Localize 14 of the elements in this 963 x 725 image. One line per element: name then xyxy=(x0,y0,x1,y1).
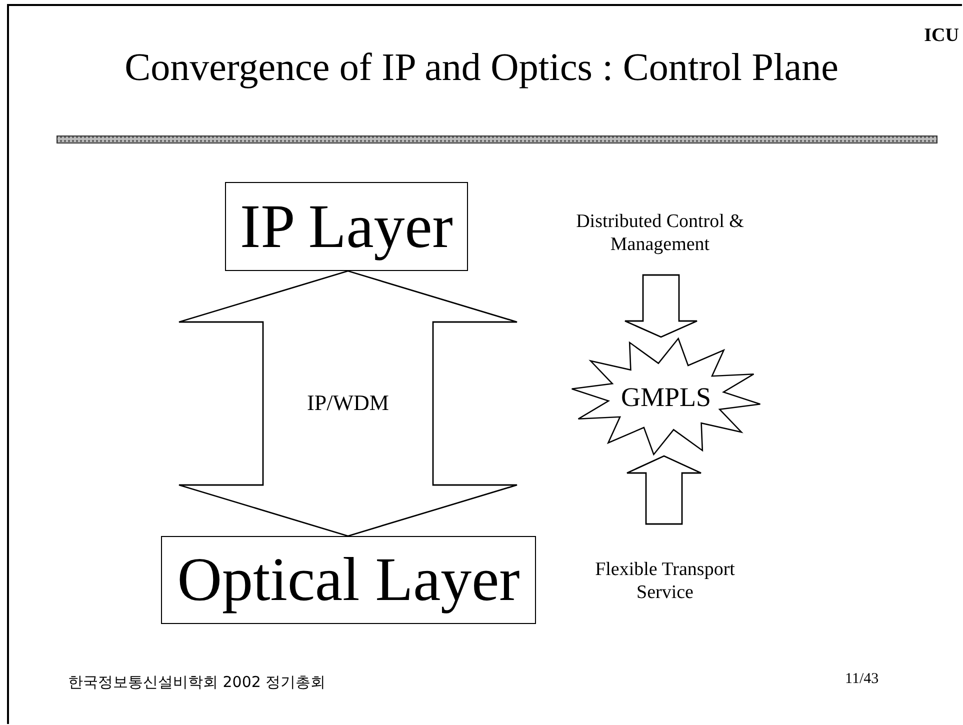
layer-label: Optical Layer xyxy=(177,545,520,616)
page-number: 11/43 xyxy=(845,670,879,689)
footer-text: 한국정보통신설비학회 2002 정기총회 xyxy=(68,672,326,692)
layer-box xyxy=(161,536,536,624)
slide-title: Convergence of IP and Optics : Control Plane xyxy=(124,45,840,91)
layer-box xyxy=(225,182,468,271)
layer-label: IP Layer xyxy=(240,192,453,262)
double-block-arrow xyxy=(178,270,518,537)
note-text: Distributed Control & Management xyxy=(575,210,745,256)
block-arrow xyxy=(626,455,702,525)
note-text: Flexible Transport Service xyxy=(594,558,736,604)
starburst-label: GMPLS xyxy=(620,380,712,412)
block-arrow xyxy=(624,274,698,338)
corner-label: ICU xyxy=(924,26,959,46)
